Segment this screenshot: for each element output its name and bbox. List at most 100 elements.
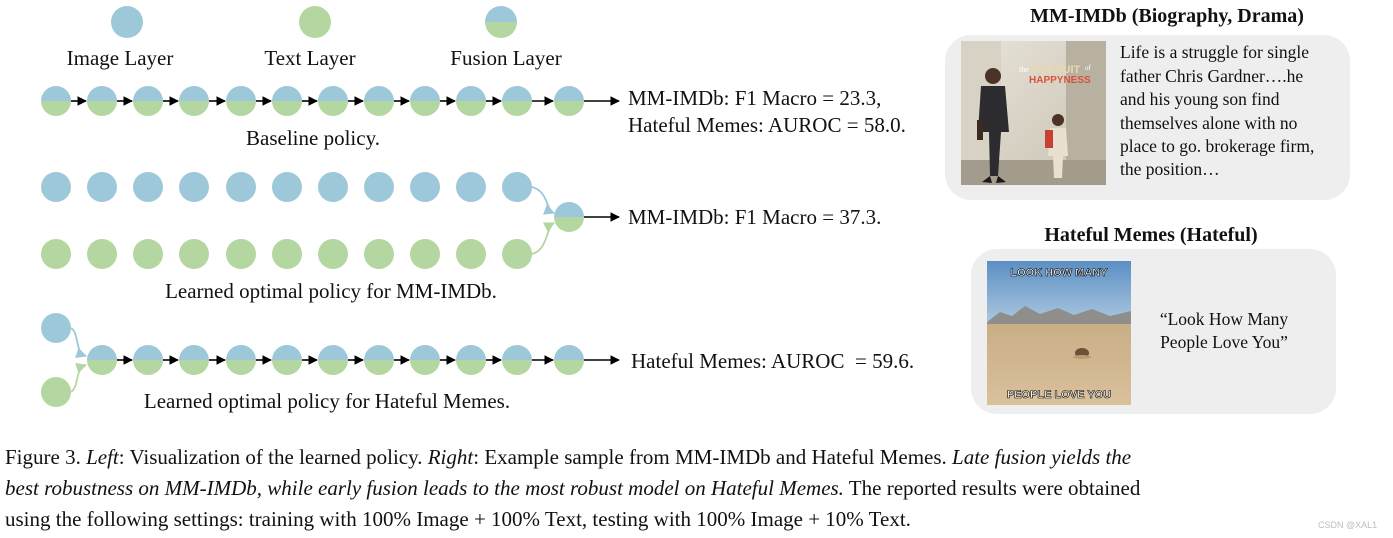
image-layer-node [179, 172, 209, 202]
poster-title-of: of [1085, 64, 1092, 72]
poster-title-pursuit: PURSUIT [1032, 64, 1081, 76]
caption-text: The reported results were obtained [843, 476, 1141, 500]
plot-line: the position… [1120, 159, 1220, 179]
legend-fusion-swatch [485, 6, 517, 38]
image-layer-node [410, 172, 440, 202]
fusion-layer-node [456, 86, 486, 116]
watermark: CSDN @XAL1 [1318, 520, 1378, 530]
image-layer-node [226, 172, 256, 202]
caption-line-2: best robustness on MM-IMDb, while early … [5, 478, 1140, 499]
plot-line: Life is a struggle for single [1120, 42, 1309, 62]
text-layer-node [318, 239, 348, 269]
image-layer-node [364, 172, 394, 202]
fusion-layer-node [226, 345, 256, 375]
caption-text: : Example sample from MM-IMDb and Hatefu… [473, 445, 953, 469]
mmimdb-result: MM-IMDb: F1 Macro = 37.3. [628, 205, 881, 229]
legend-fusion-label: Fusion Layer [450, 46, 561, 70]
legend-text-swatch [299, 6, 331, 38]
caption-figure-number: Figure 3. [5, 445, 87, 469]
fusion-layer-node [318, 86, 348, 116]
merge-arrow [531, 222, 555, 255]
poster-title-the: the [1019, 65, 1029, 74]
text-layer-node [226, 239, 256, 269]
text-layer-node [41, 377, 71, 407]
meme-quote-line2: People Love You” [1160, 332, 1288, 352]
legend-image-label: Image Layer [67, 46, 174, 70]
image-layer-node [502, 172, 532, 202]
text-layer-node [456, 239, 486, 269]
fusion-layer-node [133, 86, 163, 116]
movie-poster-image: the PURSUIT of HAPPYNESS [961, 41, 1106, 185]
merge-arrow [70, 327, 88, 359]
merge-arrow [531, 186, 556, 215]
caption-left-word: Left [86, 445, 119, 469]
text-layer-node [179, 239, 209, 269]
text-layer-node [87, 239, 117, 269]
mmimdb-card-title: MM-IMDb (Biography, Drama) [1030, 5, 1304, 27]
image-layer-node [41, 313, 71, 343]
image-layer-node [272, 172, 302, 202]
fusion-layer-node [318, 345, 348, 375]
fusion-layer-node [87, 345, 117, 375]
mmimdb-policy-label: Learned optimal policy for MM-IMDb. [165, 279, 497, 303]
poster-title-happyness: HAPPYNESS [1029, 75, 1091, 86]
fusion-layer-node [456, 345, 486, 375]
baseline-result-line2: Hateful Memes: AUROC = 58.0. [628, 113, 906, 137]
image-layer-node [87, 172, 117, 202]
policy-diagram [41, 86, 620, 407]
caption-finding: Late fusion yields the [952, 445, 1132, 469]
meme-caption-bottom: PEOPLE LOVE YOU [1007, 389, 1111, 401]
legend-text-label: Text Layer [264, 46, 355, 70]
caption-line-3: using the following settings: training w… [5, 507, 911, 531]
fusion-layer-node [410, 345, 440, 375]
meme-caption-top: LOOK HOW MANY [1010, 267, 1108, 279]
fusion-layer-node [87, 86, 117, 116]
text-layer-node [410, 239, 440, 269]
baseline-result-line1: MM-IMDb: F1 Macro = 23.3, [628, 86, 881, 110]
hateful-result: Hateful Memes: AUROC = 59.6. [631, 349, 914, 373]
fusion-layer-node [272, 345, 302, 375]
fusion-layer-node [554, 86, 584, 116]
legend: Image Layer Text Layer Fusion Layer [67, 6, 562, 70]
hateful-policy-label: Learned optimal policy for Hateful Memes… [144, 389, 510, 413]
mmimdb-plot-text: Life is a struggle for single father Chr… [1120, 42, 1314, 179]
fusion-layer-node [226, 86, 256, 116]
image-layer-node [318, 172, 348, 202]
text-layer-node [41, 239, 71, 269]
caption-text: : Visualization of the learned policy. [118, 445, 428, 469]
plot-line: place to go. brokerage firm, [1120, 136, 1314, 156]
fusion-layer-node [272, 86, 302, 116]
meme-image: LOOK HOW MANY PEOPLE LOVE YOU [987, 261, 1131, 405]
hateful-card-title: Hateful Memes (Hateful) [1044, 224, 1257, 246]
text-layer-node [502, 239, 532, 269]
image-layer-node [456, 172, 486, 202]
fusion-layer-node [133, 345, 163, 375]
meme-quote-line1: “Look How Many [1160, 309, 1289, 329]
text-layer-node [133, 239, 163, 269]
merge-arrow [70, 362, 88, 393]
fusion-layer-node [554, 345, 584, 375]
legend-image-swatch [111, 6, 143, 38]
plot-line: father Chris Gardner….he [1120, 66, 1303, 86]
image-layer-node [133, 172, 163, 202]
caption-line-1: Figure 3. Left: Visualization of the lea… [5, 447, 1131, 468]
fusion-layer-node [502, 86, 532, 116]
fusion-layer-node [179, 86, 209, 116]
fusion-layer-node [410, 86, 440, 116]
text-layer-node [364, 239, 394, 269]
text-layer-node [272, 239, 302, 269]
image-layer-node [41, 172, 71, 202]
fusion-layer-node [364, 345, 394, 375]
fusion-layer-node [179, 345, 209, 375]
plot-line: and his young son find [1120, 89, 1280, 109]
fusion-layer-node [554, 202, 584, 232]
caption-finding: best robustness on MM-IMDb, while early … [5, 476, 844, 500]
fusion-layer-node [41, 86, 71, 116]
caption-right-word: Right [427, 445, 474, 469]
fusion-layer-node [502, 345, 532, 375]
fusion-layer-node [364, 86, 394, 116]
plot-line: themselves alone with no [1120, 113, 1298, 133]
baseline-label: Baseline policy. [246, 126, 380, 150]
